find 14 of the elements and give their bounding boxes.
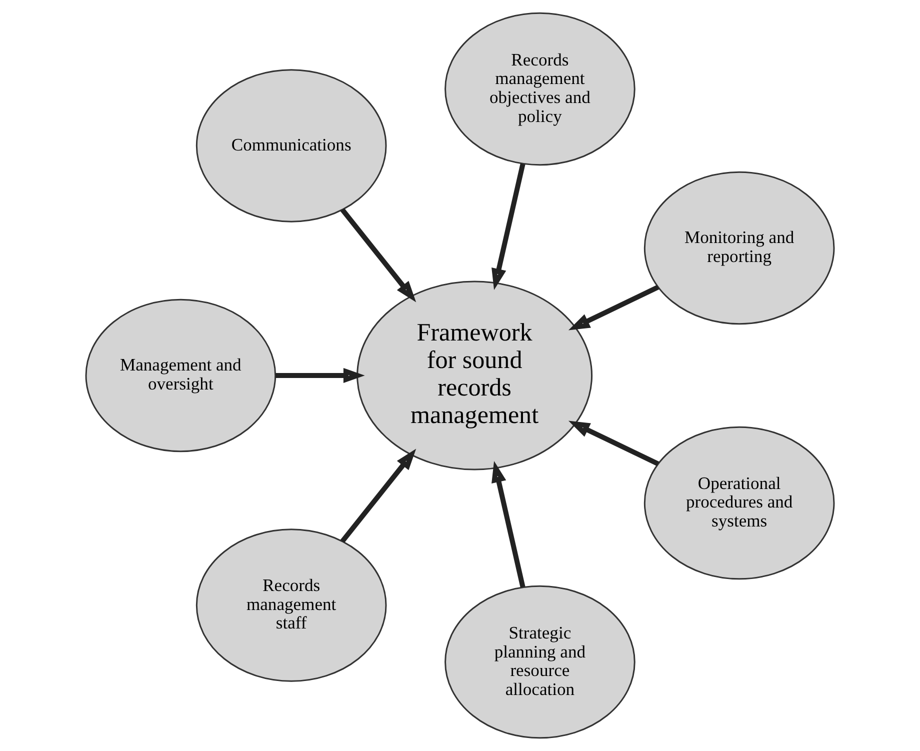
- arrow: [276, 368, 365, 383]
- arrow: [492, 163, 526, 290]
- node-ellipse: Strategic planning and resource allocation: [444, 585, 636, 739]
- arrow: [492, 460, 526, 588]
- arrow: [568, 420, 660, 466]
- node-ellipse: Management and oversight: [85, 298, 276, 452]
- arrow: [340, 208, 416, 302]
- node-ellipse: Operational procedures and systems: [644, 426, 835, 580]
- node-ellipse: Monitoring and reporting: [644, 171, 835, 325]
- node-ellipse: Records management objectives and policy: [444, 12, 636, 166]
- arrow: [568, 284, 660, 330]
- node-ellipse: Communications: [196, 69, 387, 222]
- arrow: [340, 448, 416, 543]
- node-ellipse: Records management staff: [196, 528, 387, 682]
